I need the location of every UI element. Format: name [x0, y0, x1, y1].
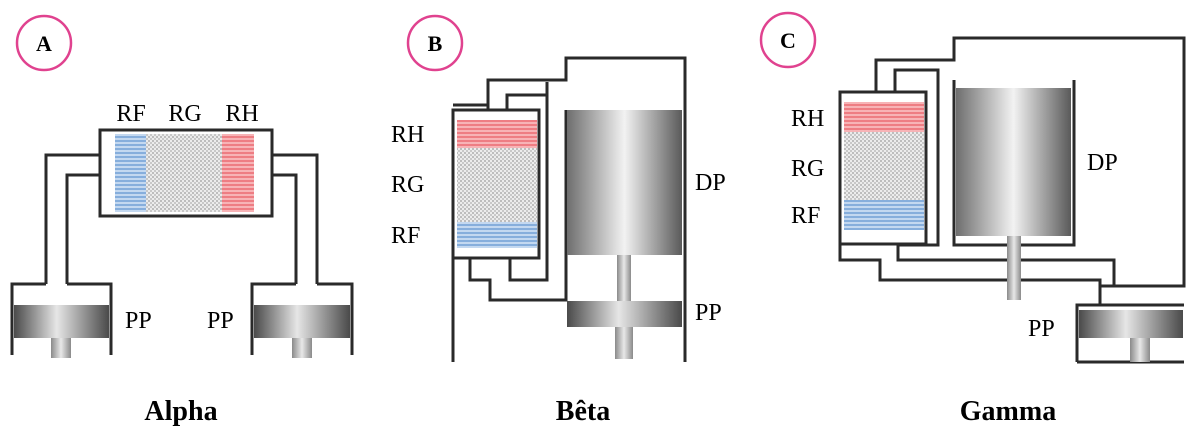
power-rod-beta	[615, 327, 633, 359]
power-rod-gamma	[1130, 338, 1150, 362]
right-rod-alpha	[292, 338, 312, 358]
label-rg-alpha: RG	[168, 101, 201, 127]
title-gamma: Gamma	[960, 396, 1056, 427]
badge-ring-a	[15, 14, 73, 72]
badge-ring-c	[759, 11, 817, 69]
right-cylinder-alpha	[250, 282, 354, 355]
badge-b: B	[428, 31, 443, 56]
heater-gamma	[844, 102, 924, 132]
regenerator-column-gamma	[838, 90, 928, 246]
regenerator-column-beta	[451, 108, 541, 260]
left-rod-alpha	[51, 338, 71, 358]
label-pp-gamma: PP	[1028, 316, 1055, 342]
left-piston-alpha	[14, 305, 109, 338]
left-duct-alpha	[44, 153, 100, 284]
displacer-gamma	[956, 88, 1071, 236]
displacer-beta	[567, 110, 682, 255]
label-rh-gamma: RH	[791, 106, 824, 132]
label-rf-gamma: RF	[791, 203, 820, 229]
heater-alpha	[222, 134, 254, 212]
displacer-rod-beta	[617, 255, 631, 301]
inner-passage-beta	[453, 80, 568, 302]
right-duct-alpha	[272, 153, 319, 284]
label-rh-beta: RH	[391, 122, 424, 148]
regenerator-alpha	[146, 134, 222, 212]
power-piston-gamma	[1079, 310, 1183, 338]
label-rg-beta: RG	[391, 172, 424, 198]
label-rh-alpha: RH	[225, 101, 258, 127]
heat-exchanger-housing-alpha	[98, 128, 274, 218]
title-alpha: Alpha	[144, 396, 217, 427]
left-cylinder-alpha	[10, 282, 113, 355]
badge-c: C	[780, 28, 796, 53]
label-rf-alpha: RF	[116, 101, 145, 127]
label-rg-gamma: RG	[791, 156, 824, 182]
badge-a: A	[36, 31, 52, 56]
title-beta: Bêta	[556, 396, 610, 427]
right-piston-alpha	[254, 305, 350, 338]
label-pp-left-alpha: PP	[125, 308, 152, 334]
panel-alpha: A RF RG RH PP PP Alpha	[10, 14, 354, 427]
heater-beta	[457, 120, 537, 148]
cooler-beta	[457, 222, 537, 248]
label-dp-beta: DP	[695, 170, 726, 196]
cooler-gamma	[844, 200, 924, 230]
displacer-rod-gamma	[1007, 236, 1021, 300]
regenerator-beta	[457, 148, 537, 222]
inner-passage-gamma	[893, 68, 1184, 364]
label-rf-beta: RF	[391, 223, 420, 249]
panel-beta: B RH RG RF DP PP Bêta	[391, 14, 726, 427]
regenerator-gamma	[844, 132, 924, 200]
label-dp-gamma: DP	[1087, 150, 1118, 176]
badge-ring-b	[406, 14, 464, 72]
label-pp-beta: PP	[695, 300, 722, 326]
cooler-alpha	[115, 134, 146, 212]
panel-gamma: C RH RG RF DP PP Gamma	[759, 11, 1186, 427]
label-pp-right-alpha: PP	[207, 308, 234, 334]
power-piston-beta	[567, 301, 682, 327]
